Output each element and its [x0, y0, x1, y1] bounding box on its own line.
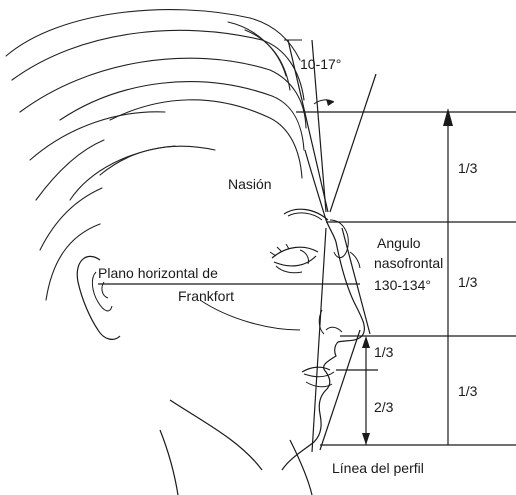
hair-drawing [6, 10, 306, 300]
angulo-label: Angulo [377, 235, 421, 251]
lower-third-label: 1/3 [458, 383, 478, 399]
profile-line-label: Línea del perfil [332, 460, 424, 476]
nasion-label: Nasión [228, 176, 272, 192]
upper-lip-third-label: 1/3 [374, 344, 394, 360]
upper-third-label: 1/3 [458, 160, 478, 176]
frankfort-label-line1: Plano horizontal de [98, 265, 218, 281]
lower-lip-thirds-label: 2/3 [374, 399, 394, 415]
measurement-lines [98, 40, 516, 452]
angle-top-label: 10-17° [300, 56, 341, 72]
nasofrontal-label: nasofrontal [374, 255, 443, 271]
frankfort-label-line2: Frankfort [178, 288, 234, 304]
nasofrontal-value-label: 130-134° [374, 277, 431, 293]
middle-third-label: 1/3 [458, 274, 478, 290]
